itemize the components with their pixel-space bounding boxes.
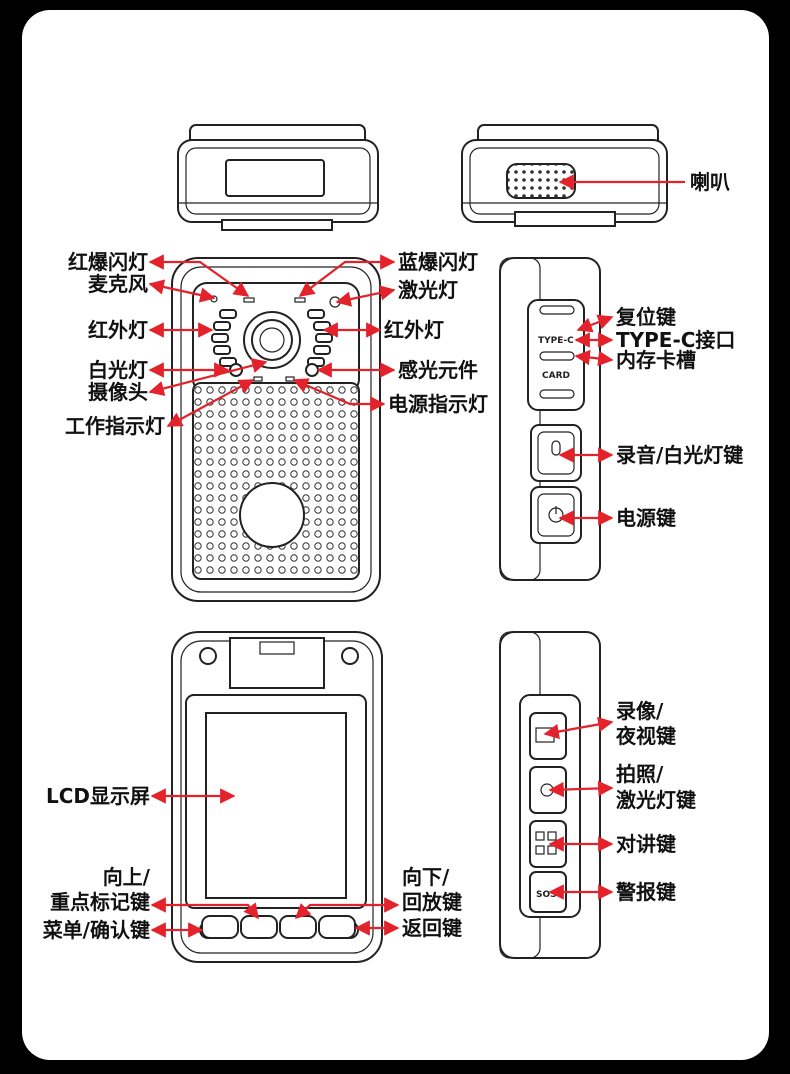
light-sensor (305, 363, 319, 377)
label-infrared-right: 红外灯 (384, 318, 444, 342)
menu-ok-button (201, 915, 239, 939)
label-photo-key-line1: 拍照/ (616, 762, 664, 786)
label-intercom-key: 对讲键 (616, 832, 676, 856)
back-button (318, 915, 356, 939)
down-playback-button (279, 915, 317, 939)
label-work-indicator: 工作指示灯 (65, 414, 165, 438)
label-blue-flash: 蓝爆闪灯 (398, 250, 478, 274)
sos-marking: SOS (536, 890, 557, 900)
label-white-light: 白光灯 (88, 358, 148, 382)
label-camera: 摄像头 (88, 380, 148, 404)
card-marking: CARD (542, 371, 570, 381)
label-laser: 激光灯 (398, 278, 458, 302)
label-menu-key: 菜单/确认键 (42, 918, 150, 942)
label-down-key-line1: 向下/ (402, 865, 450, 889)
side-view-upper: TYPE-C CARD (499, 257, 601, 581)
center-button (239, 482, 305, 548)
label-lcd: LCD显示屏 (46, 784, 150, 808)
label-up-key-line2: 重点标记键 (50, 890, 150, 914)
camera-lens (251, 319, 293, 361)
front-view (171, 257, 381, 602)
label-record-audio-key: 录音/白光灯键 (616, 443, 743, 467)
label-down-key-line2: 回放键 (402, 890, 462, 914)
label-light-sensor: 感光元件 (398, 358, 478, 382)
label-red-flash: 红爆闪灯 (68, 250, 148, 274)
label-up-key-line1: 向上/ (103, 865, 151, 889)
top-view-right (461, 124, 668, 227)
label-card-slot: 内存卡槽 (616, 348, 696, 372)
type-c-marking: TYPE-C (538, 336, 574, 346)
back-view (171, 631, 383, 963)
up-mark-button (240, 915, 278, 939)
callout-labels: 喇叭 红爆闪灯 麦克风 红外灯 白光灯 摄像头 工作指示灯 蓝爆闪灯 激光灯 红… (42, 170, 744, 942)
speaker-grille-front (192, 382, 360, 580)
label-power-indicator: 电源指示灯 (388, 392, 488, 416)
callout-arrows (148, 174, 685, 938)
label-infrared-left: 红外灯 (88, 318, 148, 342)
label-power-key: 电源键 (616, 506, 676, 530)
label-speaker: 喇叭 (690, 170, 730, 194)
side-view-lower: SOS (499, 631, 601, 959)
lcd-screen (205, 712, 347, 899)
label-alarm-key: 警报键 (616, 880, 676, 904)
label-video-key-line2: 夜视键 (615, 724, 676, 748)
label-back-key: 返回键 (402, 916, 462, 940)
label-video-key-line1: 录像/ (616, 699, 664, 723)
top-view-left (177, 124, 379, 231)
label-reset-key: 复位键 (615, 305, 676, 329)
label-microphone: 麦克风 (88, 272, 148, 296)
label-type-c: TYPE-C接口 (616, 328, 735, 352)
label-photo-key-line2: 激光灯键 (616, 788, 696, 812)
